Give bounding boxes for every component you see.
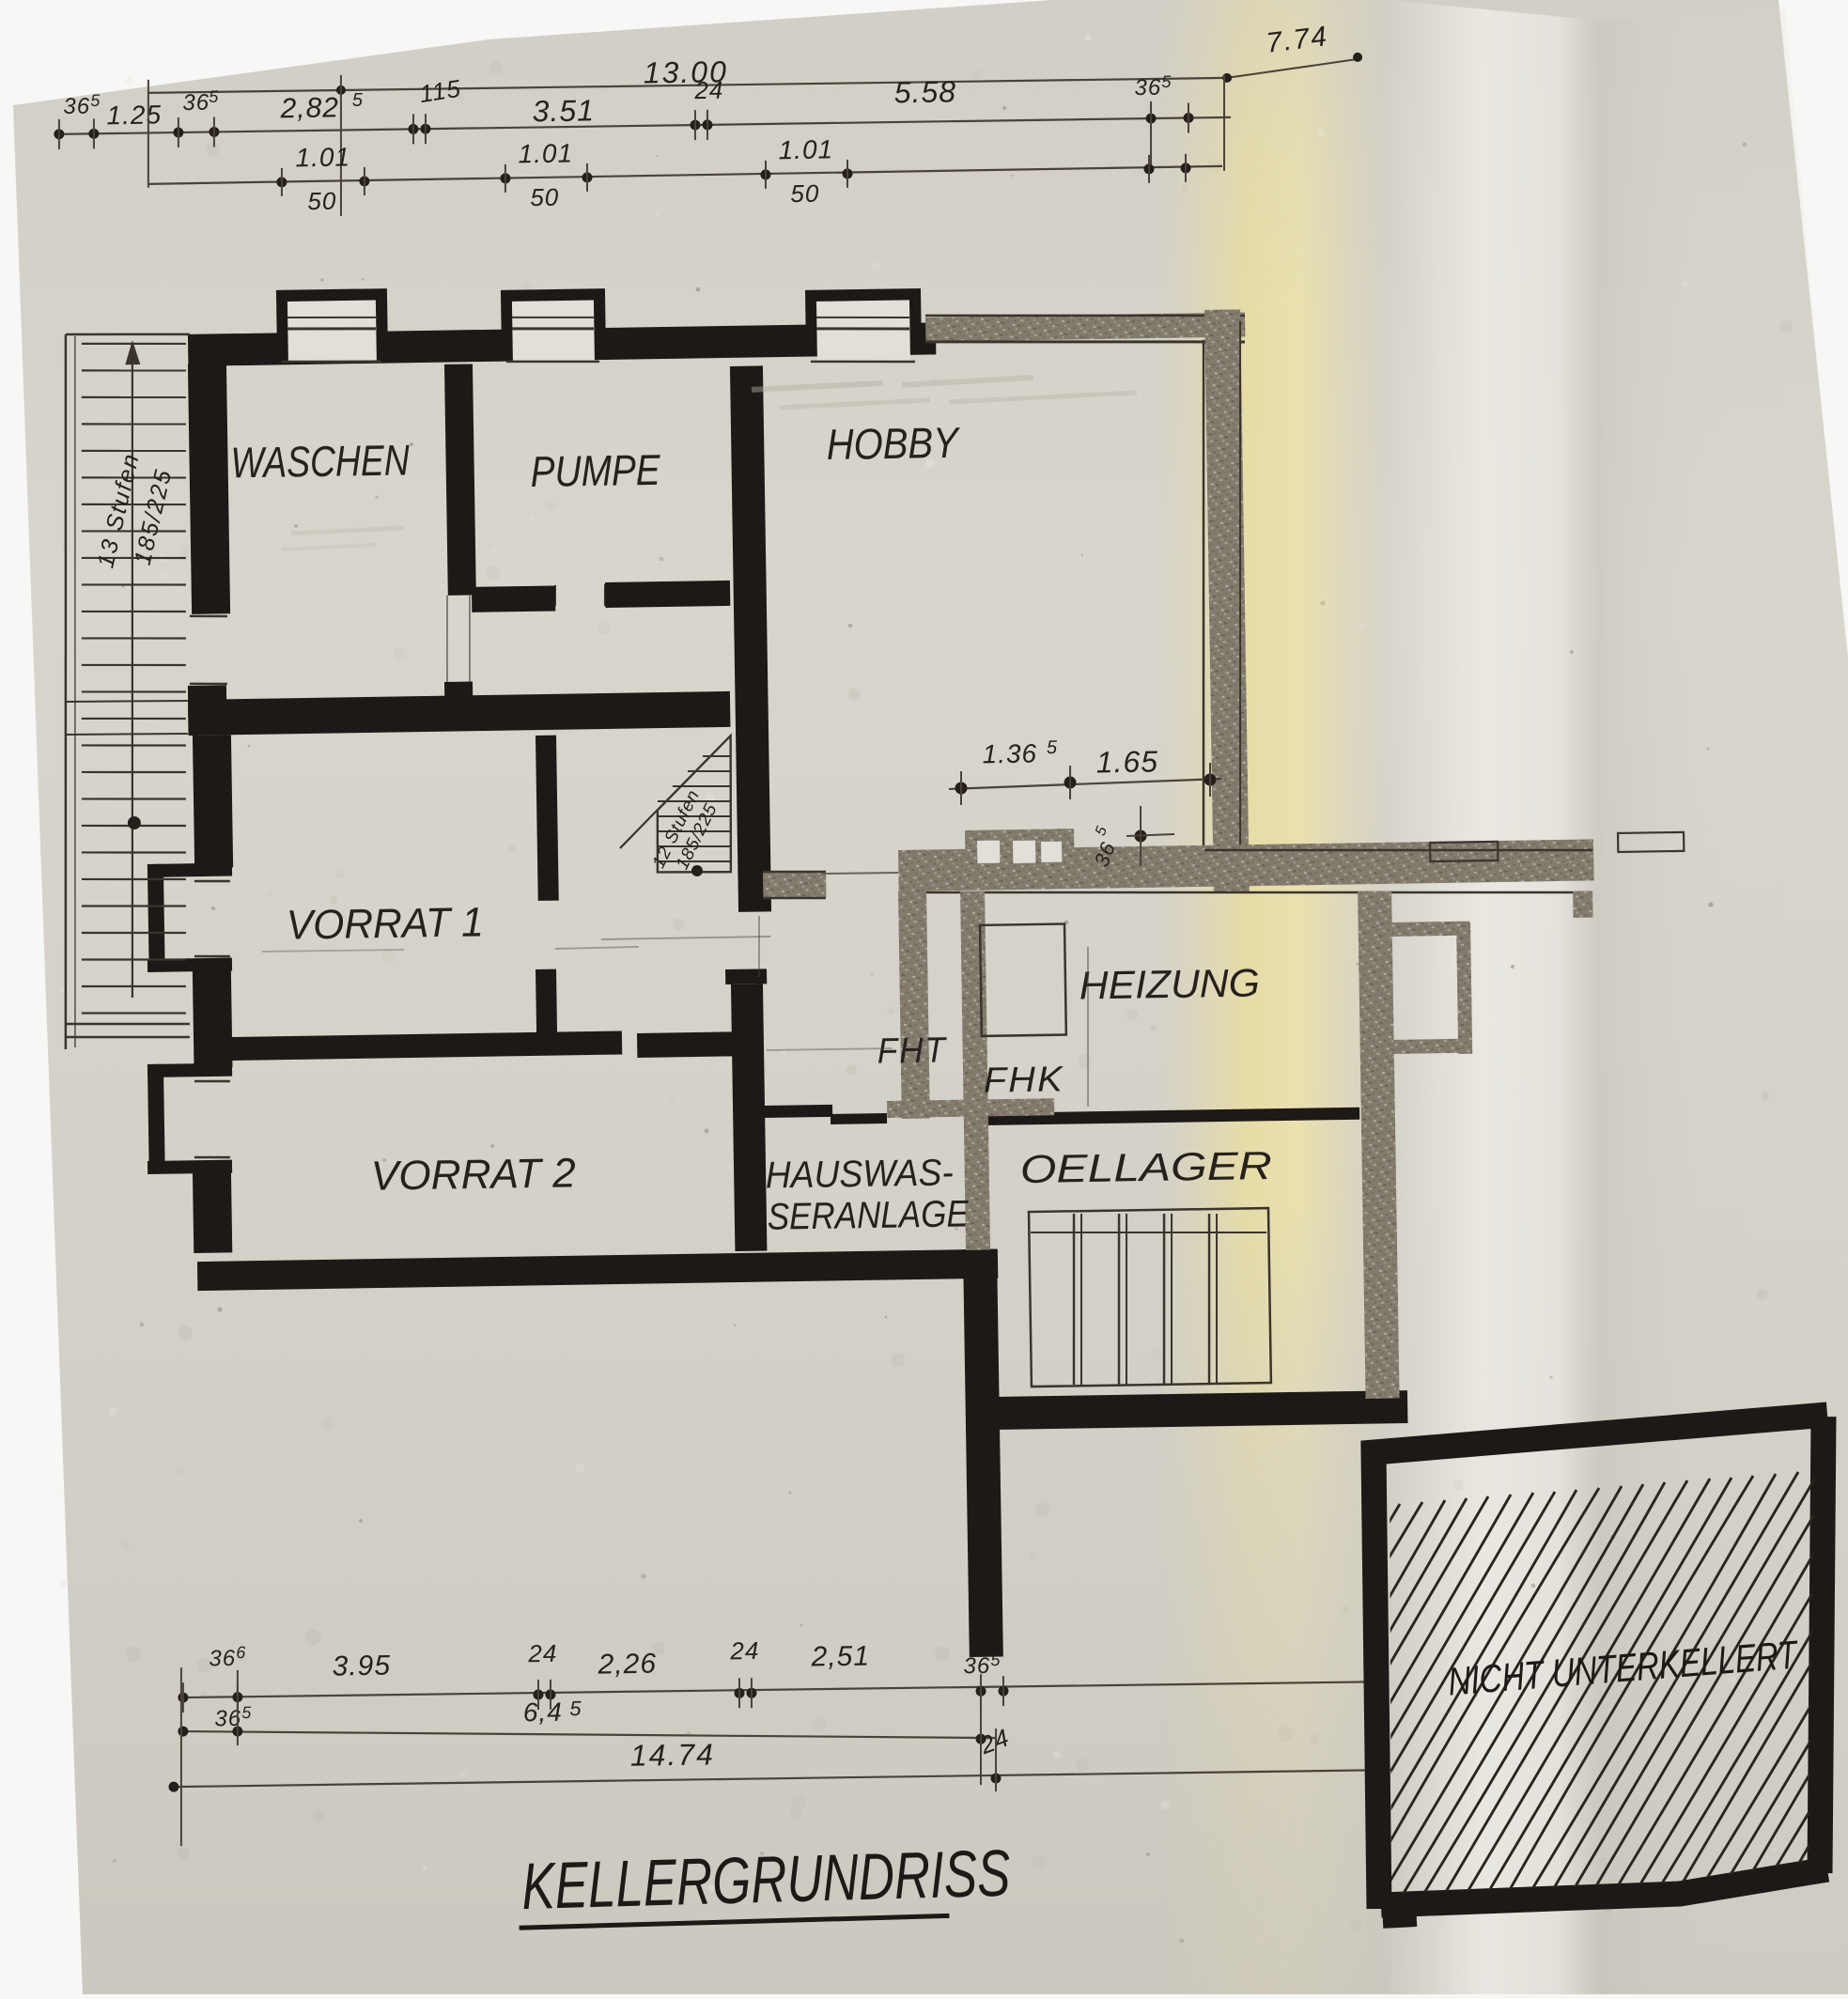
svg-text:1.01: 1.01 <box>295 142 350 172</box>
svg-text:50: 50 <box>530 183 559 211</box>
svg-text:36: 36 <box>963 1653 990 1679</box>
svg-text:OELLAGER: OELLAGER <box>1019 1143 1272 1191</box>
svg-text:2,51: 2,51 <box>810 1641 870 1673</box>
svg-text:36: 36 <box>1134 75 1161 101</box>
svg-text:36: 36 <box>182 90 210 116</box>
svg-text:VORRAT 2: VORRAT 2 <box>370 1150 576 1199</box>
svg-text:50: 50 <box>790 179 819 208</box>
svg-text:5: 5 <box>352 90 364 111</box>
svg-text:2,82: 2,82 <box>279 92 339 124</box>
svg-text:6: 6 <box>236 1643 246 1662</box>
svg-text:24: 24 <box>527 1639 557 1667</box>
svg-text:14.74: 14.74 <box>630 1737 716 1772</box>
svg-text:36: 36 <box>209 1646 236 1671</box>
svg-text:HAUSWAS-: HAUSWAS- <box>765 1152 954 1196</box>
svg-text:5: 5 <box>1161 72 1172 91</box>
svg-text:FHK: FHK <box>983 1060 1064 1100</box>
svg-text:13.00: 13.00 <box>643 54 728 89</box>
svg-text:FHT: FHT <box>877 1030 947 1071</box>
svg-text:6,4: 6,4 <box>523 1697 563 1728</box>
svg-text:3.95: 3.95 <box>332 1650 391 1682</box>
svg-text:5.58: 5.58 <box>893 74 956 109</box>
svg-text:SERANLAGE: SERANLAGE <box>767 1193 970 1237</box>
svg-text:115: 115 <box>417 74 463 109</box>
svg-text:1.36: 1.36 <box>982 738 1037 768</box>
svg-text:5: 5 <box>1047 737 1058 758</box>
svg-text:1.65: 1.65 <box>1095 744 1158 779</box>
svg-text:3.51: 3.51 <box>532 93 595 128</box>
svg-text:WASCHEN: WASCHEN <box>230 435 410 487</box>
svg-text:HOBBY: HOBBY <box>826 418 961 469</box>
svg-text:5: 5 <box>241 1703 252 1722</box>
svg-text:1.01: 1.01 <box>778 134 833 164</box>
svg-text:36: 36 <box>63 94 90 119</box>
svg-text:VORRAT 1: VORRAT 1 <box>286 899 484 948</box>
svg-text:24: 24 <box>693 76 723 104</box>
svg-text:HEIZUNG: HEIZUNG <box>1079 960 1260 1007</box>
svg-text:1.25: 1.25 <box>106 100 162 130</box>
svg-text:24: 24 <box>729 1636 759 1665</box>
svg-text:PUMPE: PUMPE <box>530 445 661 496</box>
svg-text:5: 5 <box>90 91 101 110</box>
svg-text:1.01: 1.01 <box>518 138 573 168</box>
svg-text:50: 50 <box>307 187 336 215</box>
svg-text:2,26: 2,26 <box>597 1649 657 1681</box>
svg-text:KELLERGRUNDRISS: KELLERGRUNDRISS <box>520 1836 1011 1923</box>
svg-text:5: 5 <box>209 87 219 106</box>
svg-text:5: 5 <box>569 1697 582 1720</box>
svg-text:5: 5 <box>990 1650 1001 1669</box>
svg-text:7.74: 7.74 <box>1265 21 1330 59</box>
